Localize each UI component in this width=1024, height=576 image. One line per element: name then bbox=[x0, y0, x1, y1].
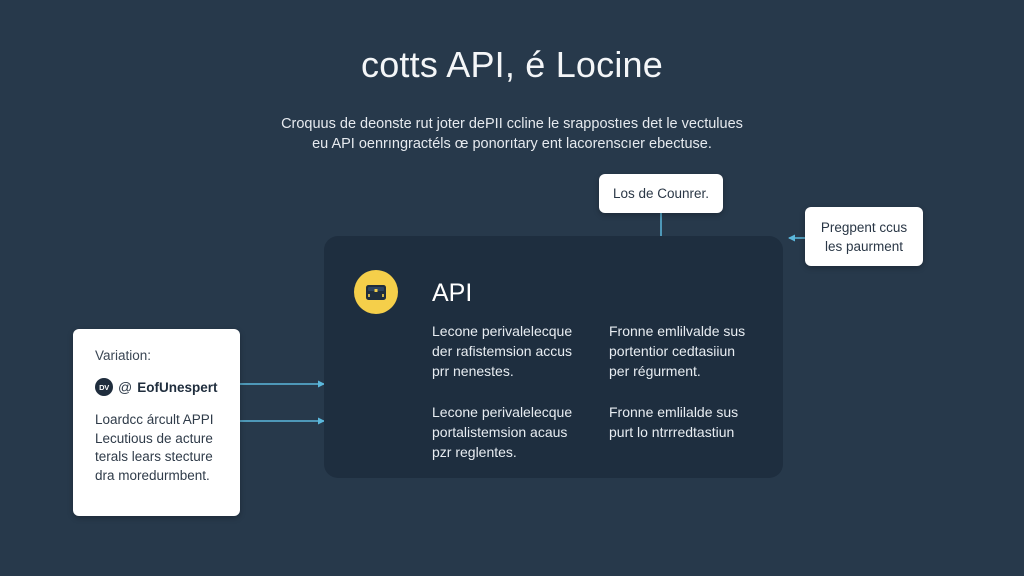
callout-right-line: les paurment bbox=[824, 239, 904, 254]
text-line: Loardcc árcult APPI bbox=[95, 412, 214, 427]
text-line: terals lears stecture bbox=[95, 449, 213, 464]
text-line: pzr reglentes. bbox=[432, 444, 517, 460]
text-line: Lecone perivalelecque bbox=[432, 323, 573, 339]
callout-top-text: Los de Counrer. bbox=[612, 186, 710, 201]
briefcase-icon bbox=[354, 270, 398, 314]
api-card: API Lecone perivalelecque der rafistemsi… bbox=[324, 236, 783, 478]
variation-card: Variation: DV @ EofUnespert Loardcc árcu… bbox=[73, 329, 240, 516]
at-icon: @ bbox=[118, 379, 133, 395]
subtitle-line: Croquus de deonste rut joter dePII cclin… bbox=[281, 116, 743, 132]
api-description-block: Fronne emlilvalde sus portentior cedtasi… bbox=[609, 321, 745, 381]
page-title: cotts API, é Locine bbox=[361, 44, 663, 85]
text-line: per régurment. bbox=[609, 363, 701, 379]
text-line: purt lo ntrrredtastiun bbox=[609, 424, 735, 440]
page-subtitle: Croquus de deonste rut joter dePII cclin… bbox=[0, 114, 1024, 154]
api-description-block: Fronne emlilalde sus purt lo ntrrredtast… bbox=[609, 402, 738, 442]
text-line: portentior cedtasiiun bbox=[609, 343, 736, 359]
variation-label: Variation: bbox=[95, 348, 152, 363]
text-line: der rafistemsion accus bbox=[432, 343, 573, 359]
variation-description: Loardcc árcult APPI Lecutious de acture … bbox=[95, 411, 214, 485]
callout-right: Pregpent ccus les paurment bbox=[805, 207, 923, 266]
callout-top: Los de Counrer. bbox=[599, 174, 723, 213]
user-handle-row: DV @ EofUnespert bbox=[95, 378, 217, 396]
text-line: prr nenestes. bbox=[432, 363, 514, 379]
text-line: Fronne emlilalde sus bbox=[609, 404, 739, 420]
text-line: Fronne emlilvalde sus bbox=[609, 323, 746, 339]
text-line: dra moredurmbent. bbox=[95, 467, 210, 483]
text-line: Lecone perivalelecque bbox=[432, 404, 573, 420]
text-line: portalistemsion acaus bbox=[432, 424, 568, 440]
api-description-block: Lecone perivalelecque der rafistemsion a… bbox=[432, 321, 572, 381]
api-card-title: API bbox=[432, 279, 473, 307]
avatar: DV bbox=[95, 378, 113, 396]
subtitle-line: eu API oenrıngractéls œ ponorıtary ent l… bbox=[312, 136, 712, 152]
callout-right-line: Pregpent ccus bbox=[820, 220, 908, 235]
text-line: Lecutious de acture bbox=[95, 430, 213, 446]
user-handle: EofUnespert bbox=[137, 379, 218, 395]
api-description-block: Lecone perivalelecque portalistemsion ac… bbox=[432, 402, 572, 462]
